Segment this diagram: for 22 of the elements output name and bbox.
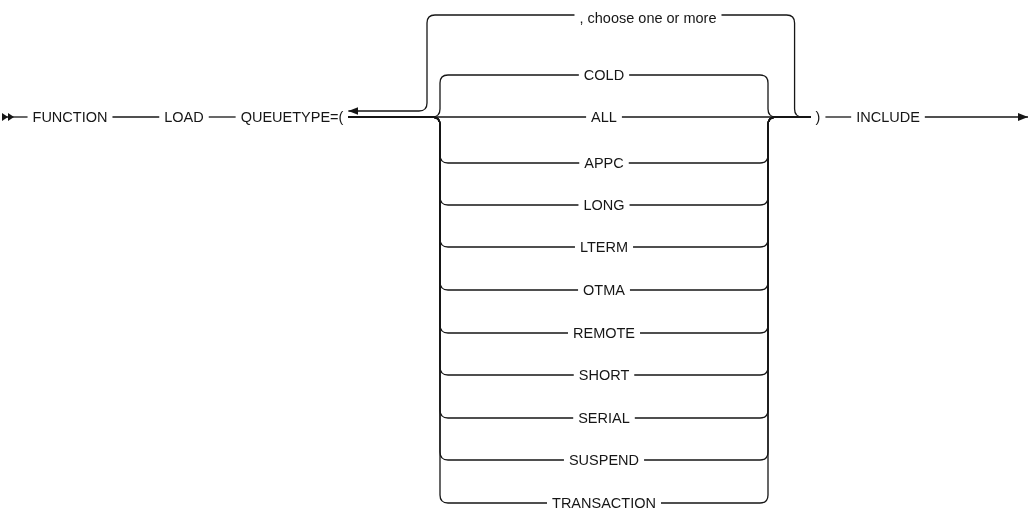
connector-line xyxy=(824,116,852,118)
keyword-text: REMOTE xyxy=(568,324,640,342)
keyword-text: SERIAL xyxy=(573,409,635,427)
connector-line xyxy=(347,116,548,504)
keyword-text: FUNCTION xyxy=(27,108,113,126)
keyword-text: INCLUDE xyxy=(851,108,925,126)
keyword-text: OTMA xyxy=(578,281,630,299)
keyword-text: SUSPEND xyxy=(563,451,645,469)
keyword-text: LTERM xyxy=(574,238,634,256)
keyword-text: LOAD xyxy=(159,108,209,126)
keyword-text: TRANSACTION xyxy=(547,494,661,512)
keyword-text: QUEUETYPE=( xyxy=(235,108,349,126)
arrow xyxy=(924,113,1029,121)
keyword-text: ALL xyxy=(586,108,622,126)
connector-line xyxy=(208,116,237,118)
connector-line xyxy=(111,116,160,118)
keyword-text: COLD xyxy=(578,66,630,84)
keyword-text: APPC xyxy=(579,154,629,172)
keyword-text: LONG xyxy=(578,196,630,214)
keyword-text: ) xyxy=(810,108,826,126)
keyword-text: SHORT xyxy=(573,366,635,384)
edge-label: , choose one or more xyxy=(574,9,722,27)
